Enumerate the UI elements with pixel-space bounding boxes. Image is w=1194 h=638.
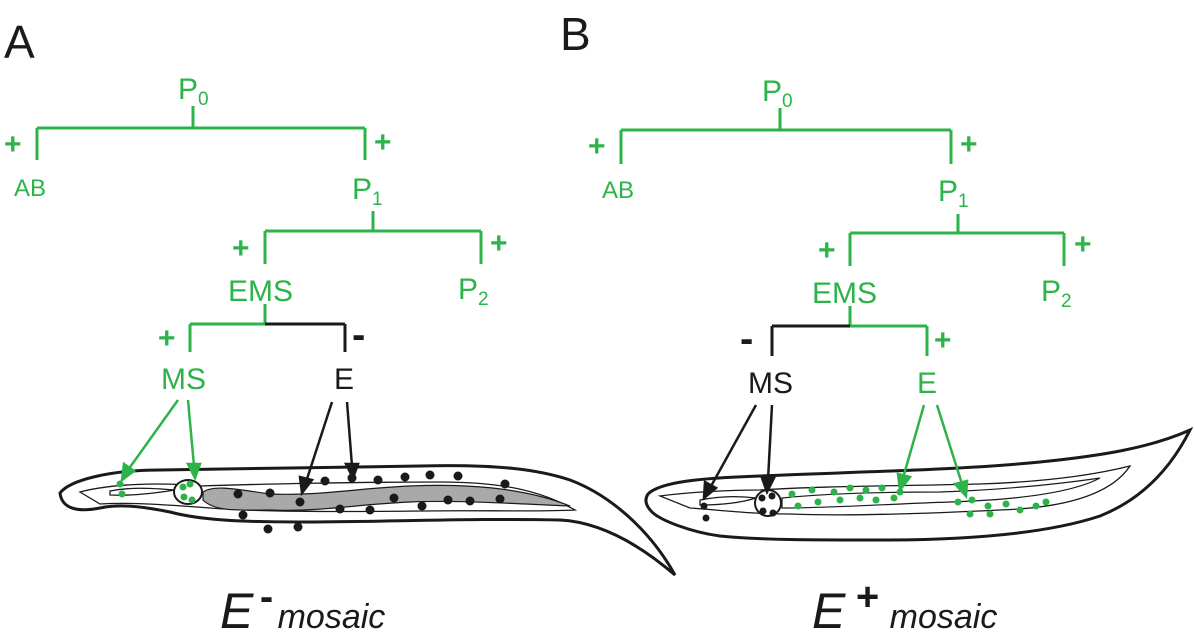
panel-b-worm <box>644 426 1194 542</box>
panel-a-ms-arrows <box>120 399 202 483</box>
panel-b-node-e: E <box>917 367 937 400</box>
panel-b-ms-arrows <box>702 404 777 501</box>
panel-a-sign-ems: + <box>232 232 250 265</box>
panel-a-gut <box>202 484 571 511</box>
panel-a-node-p1: P1 <box>352 173 383 210</box>
panel-b-letter: B <box>560 8 591 60</box>
panel-a: A P0 AB P1 EMS P2 MS E + + + <box>4 16 677 577</box>
panel-b-node-p0: P0 <box>762 75 793 112</box>
panel-a-sign-ab: + <box>4 128 22 161</box>
panel-a-node-ms: MS <box>161 363 206 396</box>
panel-a-lineage-lines <box>35 106 483 352</box>
panel-a-sign-p2: + <box>490 227 508 260</box>
panel-b-sign-p1: + <box>960 128 978 161</box>
panel-b-gut <box>781 477 1101 509</box>
panel-a-worm <box>58 464 677 577</box>
panel-b-sign-e: + <box>934 324 952 357</box>
panel-b-node-ab: AB <box>602 177 634 204</box>
panel-b-sign-ms: - <box>740 317 753 361</box>
panel-a-e-arrows <box>298 401 360 497</box>
panel-b-caption: E + mosaic <box>812 575 997 638</box>
panel-a-node-ems: EMS <box>228 275 293 308</box>
panel-a-node-p0: P0 <box>178 73 209 110</box>
panel-b-bulb <box>754 489 782 517</box>
panel-b-sign-p2: + <box>1074 228 1092 261</box>
panel-a-node-p2: P2 <box>458 273 489 310</box>
panel-b-ms-dots <box>700 492 777 522</box>
panel-a-sign-p1: + <box>374 126 392 159</box>
panel-b-e-arrows <box>896 404 969 499</box>
panel-b: B P0 AB P1 EMS P2 MS E + + + + - + <box>560 8 1194 542</box>
panel-b-node-p2: P2 <box>1041 275 1072 312</box>
panel-b-sign-ems: + <box>818 234 836 267</box>
panel-b-node-p1: P1 <box>938 175 969 212</box>
panel-b-node-ems: EMS <box>812 277 877 310</box>
panel-b-lineage-lines <box>619 108 1066 356</box>
panel-a-worm-inner <box>78 481 578 513</box>
panel-a-caption: E - mosaic <box>220 575 385 638</box>
panel-a-sign-e: - <box>352 313 365 357</box>
panel-a-node-ab: AB <box>14 175 46 202</box>
panel-a-ms-dots <box>116 480 196 504</box>
panel-a-node-e: E <box>334 363 354 396</box>
panel-b-worm-inner <box>657 464 1132 516</box>
panel-a-letter: A <box>4 16 35 68</box>
panel-b-node-ms: MS <box>748 367 793 400</box>
panel-b-e-dots <box>788 484 1050 518</box>
panel-b-ms-branch <box>770 324 850 356</box>
panel-a-e-branch <box>265 322 347 352</box>
panel-b-sign-ab: + <box>588 130 606 163</box>
panel-a-sign-ms: + <box>158 322 176 355</box>
